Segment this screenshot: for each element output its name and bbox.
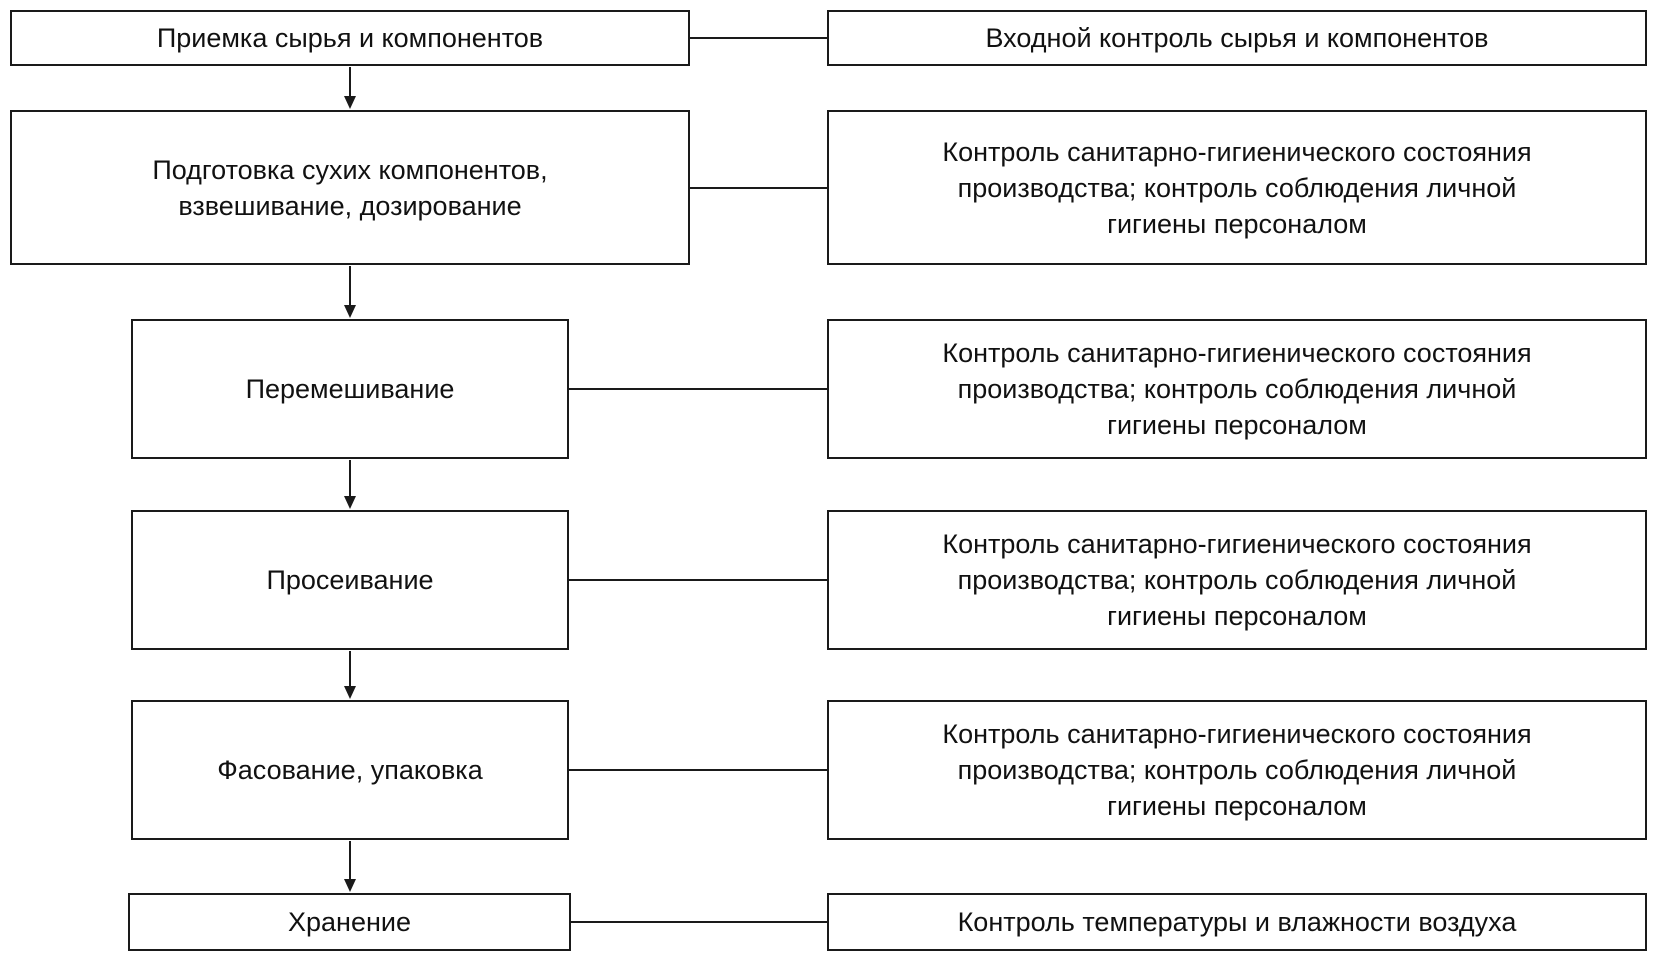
control-label: Контроль санитарно-гигиенического состоя… (942, 719, 1532, 821)
control-box-preparation: Контроль санитарно-гигиенического состоя… (827, 110, 1647, 265)
control-box-storage: Контроль температуры и влажности воздуха (827, 893, 1647, 951)
step-box-intake: Приемка сырья и компонентов (10, 10, 690, 66)
control-box-mixing: Контроль санитарно-гигиенического состоя… (827, 319, 1647, 459)
step-label: Перемешивание (245, 374, 455, 404)
control-label: Контроль температуры и влажности воздуха (957, 907, 1517, 937)
arrowhead-3-4 (344, 686, 356, 699)
control-box-sifting: Контроль санитарно-гигиенического состоя… (827, 510, 1647, 650)
control-label: Контроль санитарно-гигиенического состоя… (942, 529, 1532, 631)
arrowhead-4-5 (344, 879, 356, 892)
control-label: Контроль санитарно-гигиенического состоя… (942, 338, 1532, 440)
step-label: Приемка сырья и компонентов (156, 23, 544, 53)
step-label: Подготовка сухих компонентов, взвешивани… (152, 154, 548, 221)
arrowhead-0-1 (344, 96, 356, 109)
step-box-storage: Хранение (128, 893, 571, 951)
arrowhead-2-3 (344, 496, 356, 509)
step-box-preparation: Подготовка сухих компонентов, взвешивани… (10, 110, 690, 265)
control-label: Контроль санитарно-гигиенического состоя… (942, 136, 1532, 239)
step-label: Просеивание (266, 565, 434, 595)
step-box-packing: Фасование, упаковка (131, 700, 569, 840)
step-label: Хранение (288, 907, 411, 937)
control-box-intake: Входной контроль сырья и компонентов (827, 10, 1647, 66)
control-box-packing: Контроль санитарно-гигиенического состоя… (827, 700, 1647, 840)
step-box-mixing: Перемешивание (131, 319, 569, 459)
control-label: Входной контроль сырья и компонентов (985, 23, 1489, 53)
step-label: Фасование, упаковка (217, 755, 483, 785)
arrowhead-1-2 (344, 305, 356, 318)
step-box-sifting: Просеивание (131, 510, 569, 650)
